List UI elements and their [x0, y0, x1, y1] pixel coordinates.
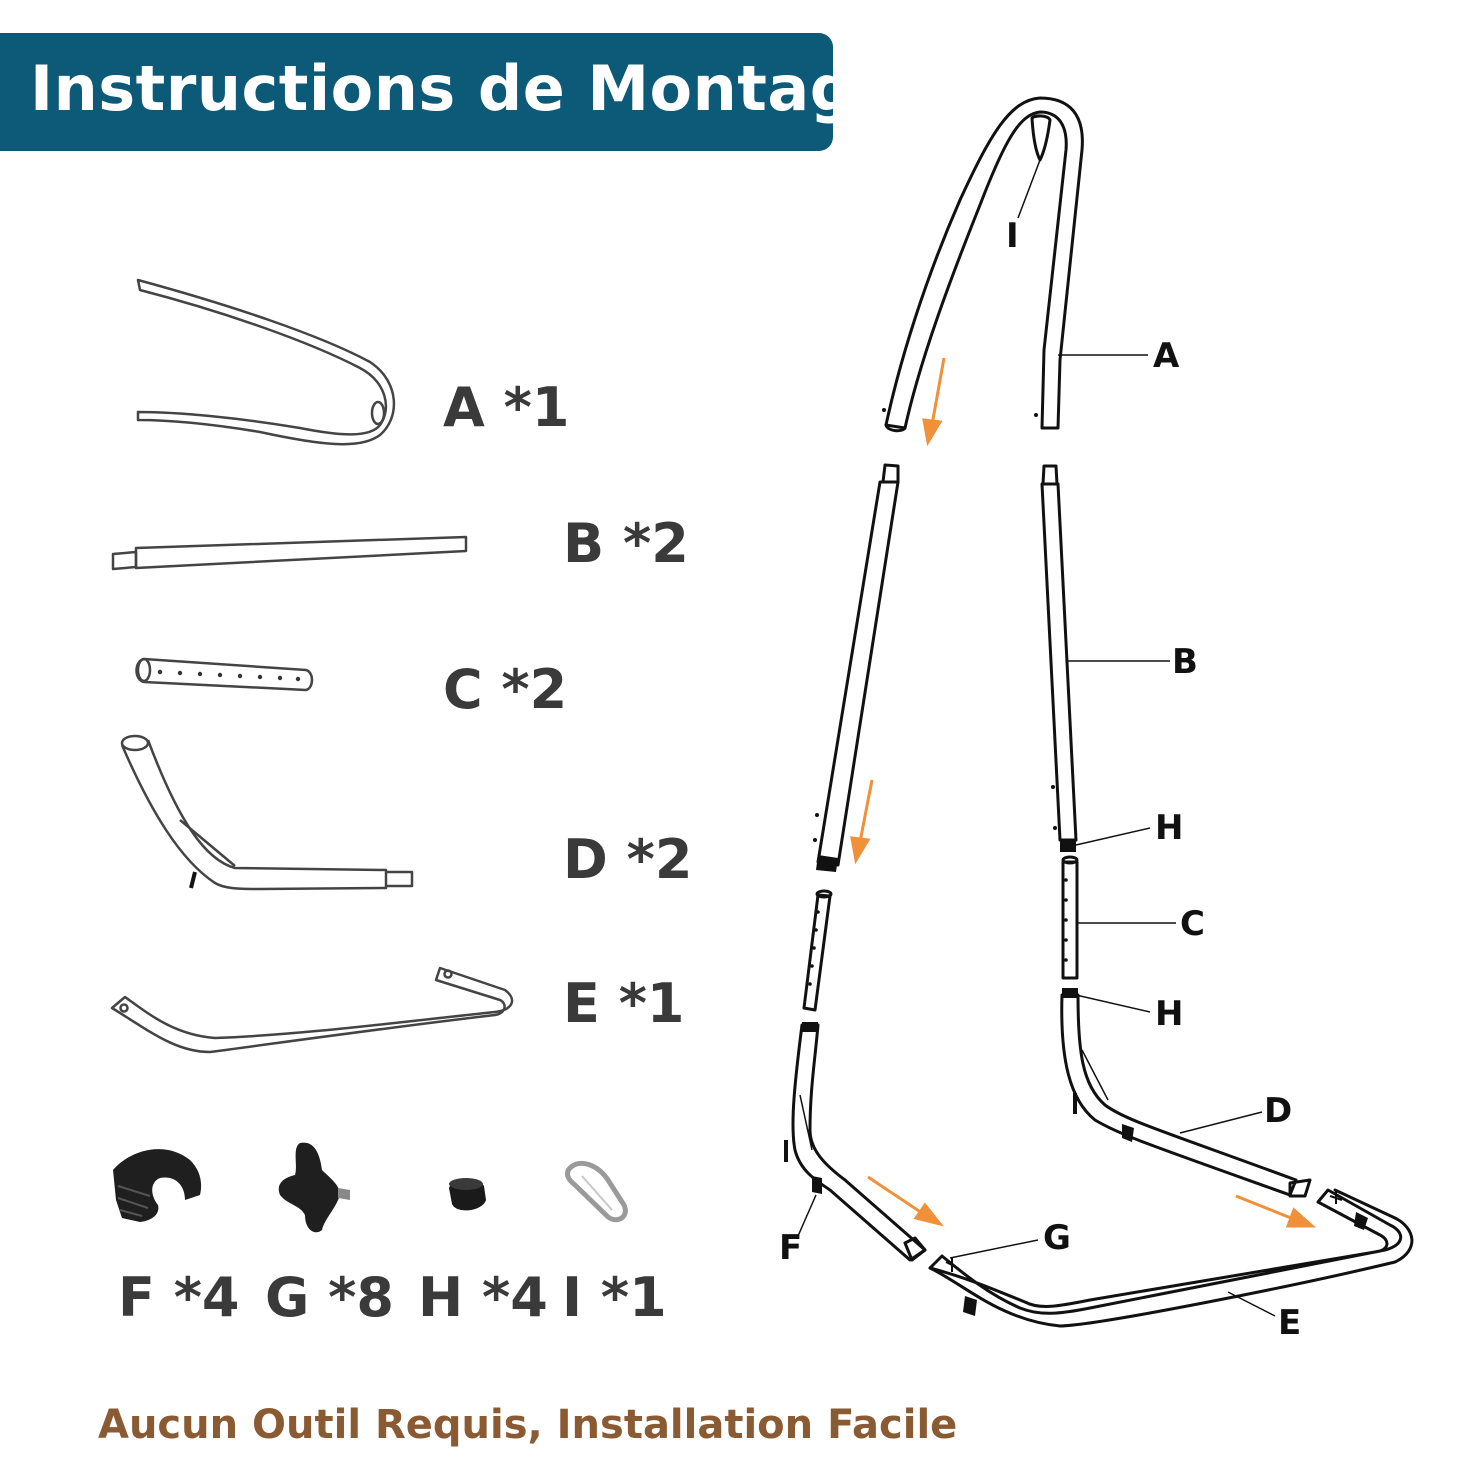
- part-label-d: D *2: [563, 828, 693, 891]
- callout-e: E: [1278, 1303, 1302, 1343]
- callout-leaders: [797, 354, 1276, 1317]
- footer-tagline: Aucun Outil Requis, Installation Facile: [98, 1402, 958, 1448]
- assembly-c-sleeves: [802, 855, 1079, 1012]
- part-i-icon: [564, 1160, 628, 1223]
- part-h-icon: [449, 1178, 486, 1211]
- callout-f: F: [779, 1228, 803, 1268]
- part-label-a: A *1: [443, 376, 570, 439]
- part-a-drawing: [136, 278, 396, 446]
- callout-g: G: [1043, 1218, 1071, 1258]
- assembly-fasteners: [812, 1124, 1368, 1316]
- callout-h-lower: H: [1155, 994, 1184, 1034]
- part-e-drawing: [110, 966, 514, 1054]
- assembly-e-base: [928, 1188, 1414, 1328]
- part-c-drawing: [135, 657, 314, 692]
- callout-b: B: [1172, 642, 1198, 682]
- part-d-drawing: [120, 734, 414, 891]
- callout-d: D: [1264, 1091, 1293, 1131]
- part-label-f: F *4: [118, 1266, 240, 1329]
- title-banner: [0, 33, 833, 151]
- assembly-d-legs: [784, 988, 1312, 1262]
- callout-c: C: [1180, 904, 1205, 944]
- part-f-icon: [113, 1149, 202, 1222]
- callout-i: I: [1006, 216, 1019, 256]
- assembly-screws: [945, 1190, 1343, 1272]
- part-label-b: B *2: [563, 512, 689, 575]
- part-b-drawing: [111, 535, 468, 571]
- part-label-i: I *1: [562, 1266, 667, 1329]
- part-label-c: C *2: [443, 658, 568, 721]
- part-label-h: H *4: [418, 1266, 548, 1329]
- part-label-e: E *1: [563, 972, 685, 1035]
- callout-h-upper: H: [1155, 808, 1184, 848]
- assembly-arrows: [850, 357, 1316, 1228]
- assembly-b-tubes: [813, 463, 1078, 872]
- callout-a: A: [1153, 336, 1180, 376]
- assembly-a-arch: [882, 96, 1084, 433]
- part-label-g: G *8: [265, 1266, 394, 1329]
- part-g-icon: [278, 1142, 350, 1233]
- page-title: Instructions de Montage: [30, 52, 898, 125]
